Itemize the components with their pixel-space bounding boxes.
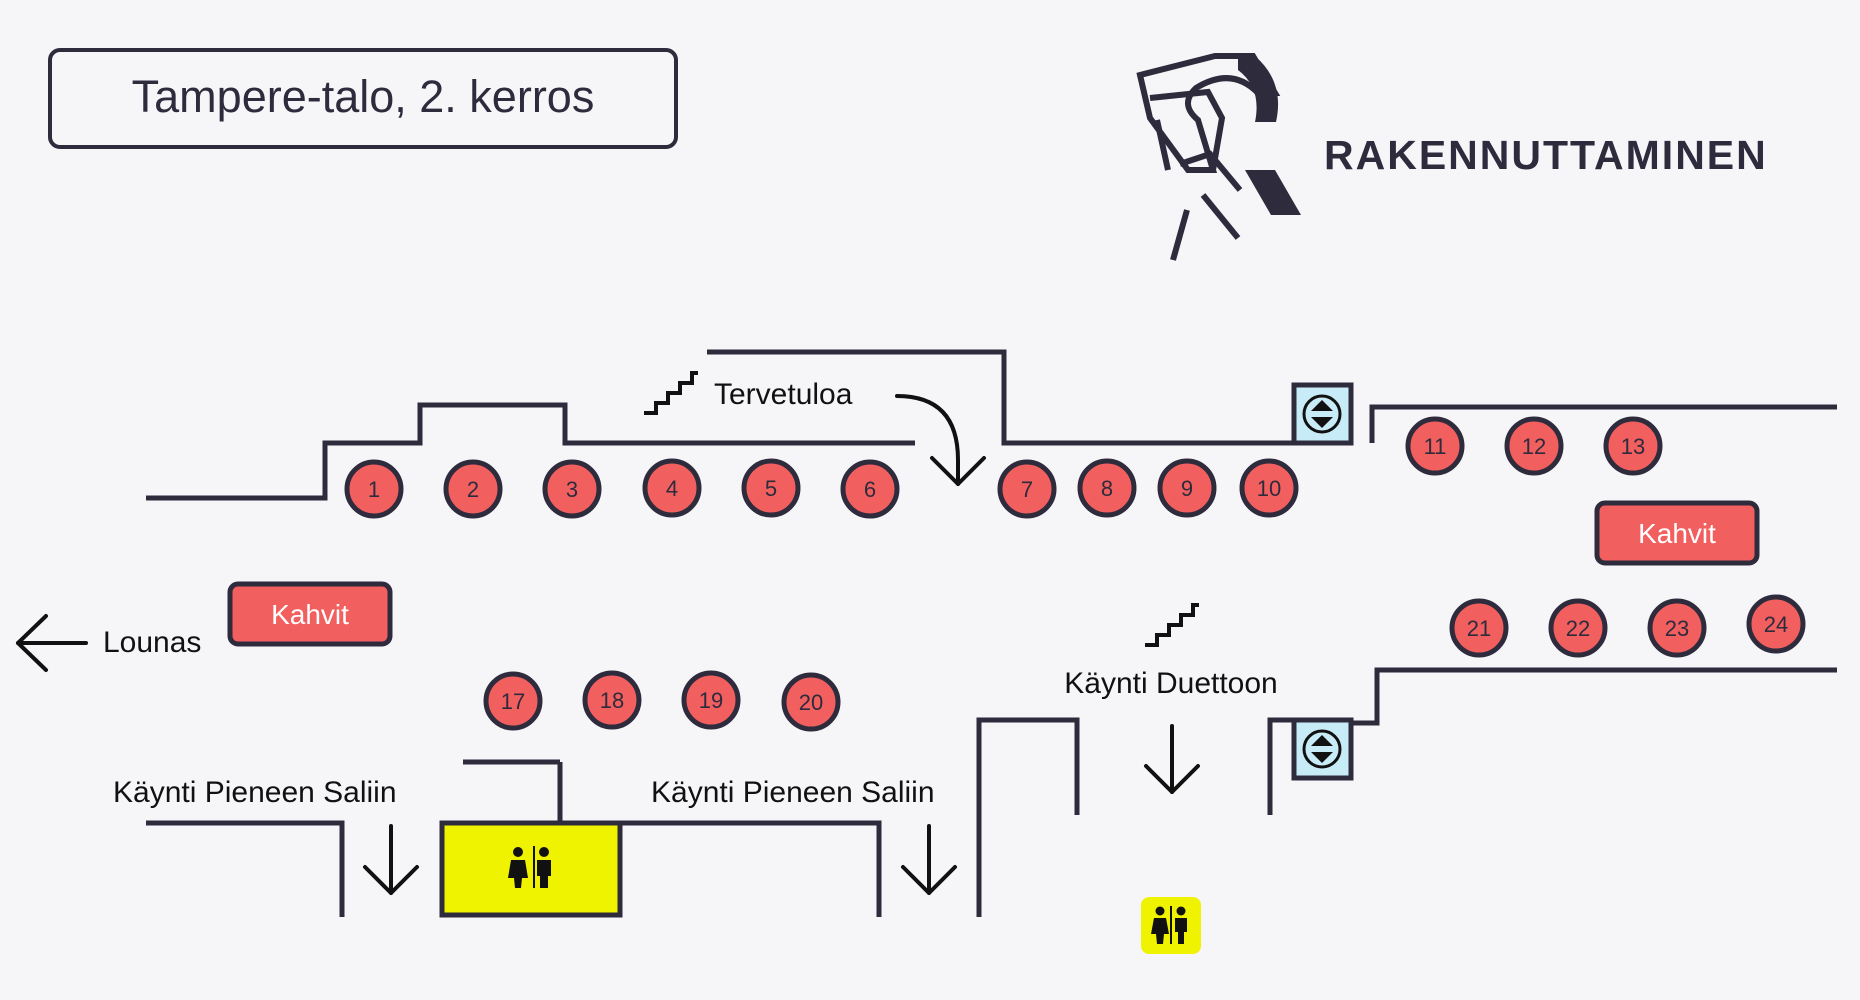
stand-number: 11 xyxy=(1424,434,1447,459)
duetto-entrance-label: Käynti Duettoon xyxy=(1064,667,1277,700)
stand-3[interactable]: 3 xyxy=(542,459,602,519)
stand-4[interactable]: 4 xyxy=(642,458,702,518)
restroom-block[interactable] xyxy=(439,820,623,918)
stand-marker xyxy=(681,670,741,730)
stand-marker xyxy=(642,458,702,518)
stand-number: 1 xyxy=(368,477,380,502)
stand-number: 13 xyxy=(1621,434,1645,459)
small-hall-entrance-right-label: Käynti Pieneen Saliin xyxy=(651,776,935,809)
stand-22[interactable]: 22 xyxy=(1548,598,1608,658)
stand-number: 6 xyxy=(864,477,876,502)
stand-18[interactable]: 18 xyxy=(582,670,642,730)
stand-marker xyxy=(741,458,801,518)
stand-marker xyxy=(344,459,404,519)
stand-7[interactable]: 7 xyxy=(997,459,1057,519)
stand-12[interactable]: 12 xyxy=(1504,416,1564,476)
stand-17[interactable]: 17 xyxy=(483,671,543,731)
stand-marker xyxy=(1405,416,1465,476)
stand-5[interactable]: 5 xyxy=(741,458,801,518)
stand-number: 19 xyxy=(699,688,723,713)
stand-number: 7 xyxy=(1021,477,1033,502)
restroom-sign[interactable] xyxy=(1141,897,1201,954)
stand-23[interactable]: 23 xyxy=(1647,598,1707,658)
stand-9[interactable]: 9 xyxy=(1157,458,1217,518)
stand-number: 2 xyxy=(467,477,479,502)
stand-marker xyxy=(1548,598,1608,658)
elevator-top[interactable] xyxy=(1291,382,1354,446)
stand-6[interactable]: 6 xyxy=(840,459,900,519)
restroom-icon xyxy=(1151,906,1187,944)
stand-21[interactable]: 21 xyxy=(1449,598,1509,658)
arrow-icons xyxy=(16,394,1200,895)
stand-number: 21 xyxy=(1467,616,1491,641)
arrow-down-icon xyxy=(1144,724,1200,794)
coffee-left-button[interactable]: Kahvit xyxy=(227,581,393,647)
stand-marker xyxy=(582,670,642,730)
stand-10[interactable]: 10 xyxy=(1239,458,1299,518)
stairs-icon xyxy=(644,371,1199,647)
stand-number: 4 xyxy=(666,476,678,501)
stand-number: 10 xyxy=(1257,476,1281,501)
stand-marker xyxy=(1239,458,1299,518)
stand-marker xyxy=(443,459,503,519)
stand-19[interactable]: 19 xyxy=(681,670,741,730)
small-hall-entrance-left-label: Käynti Pieneen Saliin xyxy=(113,776,397,809)
stand-number: 5 xyxy=(765,476,777,501)
stand-1[interactable]: 1 xyxy=(344,459,404,519)
arrow-down-icon xyxy=(901,824,957,895)
elevator-bottom[interactable] xyxy=(1291,717,1354,781)
stand-11[interactable]: 11 xyxy=(1405,416,1465,476)
stand-24[interactable]: 24 xyxy=(1746,594,1806,654)
arrow-down-icon xyxy=(895,394,986,486)
stand-number: 12 xyxy=(1522,434,1546,459)
stand-marker xyxy=(483,671,543,731)
stand-marker xyxy=(1647,598,1707,658)
stand-number: 9 xyxy=(1181,476,1193,501)
stand-marker xyxy=(1504,416,1564,476)
stand-marker xyxy=(1157,458,1217,518)
welcome-label: Tervetuloa xyxy=(714,378,853,411)
stand-marker xyxy=(542,459,602,519)
stand-number: 24 xyxy=(1764,612,1788,637)
stand-marker xyxy=(997,459,1057,519)
stand-marker xyxy=(1603,416,1663,476)
restroom-icon xyxy=(508,846,551,888)
title-box: Tampere-talo, 2. kerros xyxy=(48,48,678,149)
stand-number: 3 xyxy=(566,477,578,502)
stand-marker xyxy=(1449,598,1509,658)
stand-marker xyxy=(1746,594,1806,654)
rakennuttaminen-logo-icon xyxy=(1136,53,1301,261)
walls xyxy=(146,349,1837,917)
stand-marker xyxy=(1077,458,1137,518)
brand-name: RAKENNUTTAMINEN xyxy=(1324,132,1768,178)
coffee-right-label: Kahvit xyxy=(1638,518,1716,549)
coffee-left-label: Kahvit xyxy=(271,599,349,630)
elevator-icon xyxy=(1302,394,1342,434)
lunch-label: Lounas xyxy=(103,626,201,659)
elevator-icon xyxy=(1302,729,1342,769)
arrow-left-icon xyxy=(16,614,88,672)
stand-number: 23 xyxy=(1665,616,1689,641)
page-title: Tampere-talo, 2. kerros xyxy=(132,71,595,122)
stand-2[interactable]: 2 xyxy=(443,459,503,519)
stand-marker xyxy=(840,459,900,519)
coffee-right-button[interactable]: Kahvit xyxy=(1594,500,1760,566)
arrow-down-icon xyxy=(363,824,419,895)
stand-marker xyxy=(781,672,841,732)
stand-number: 20 xyxy=(799,690,823,715)
stand-number: 17 xyxy=(501,689,525,714)
stand-number: 8 xyxy=(1101,476,1113,501)
stand-number: 18 xyxy=(600,688,624,713)
stand-8[interactable]: 8 xyxy=(1077,458,1137,518)
stand-number: 22 xyxy=(1566,616,1590,641)
stand-13[interactable]: 13 xyxy=(1603,416,1663,476)
stand-20[interactable]: 20 xyxy=(781,672,841,732)
